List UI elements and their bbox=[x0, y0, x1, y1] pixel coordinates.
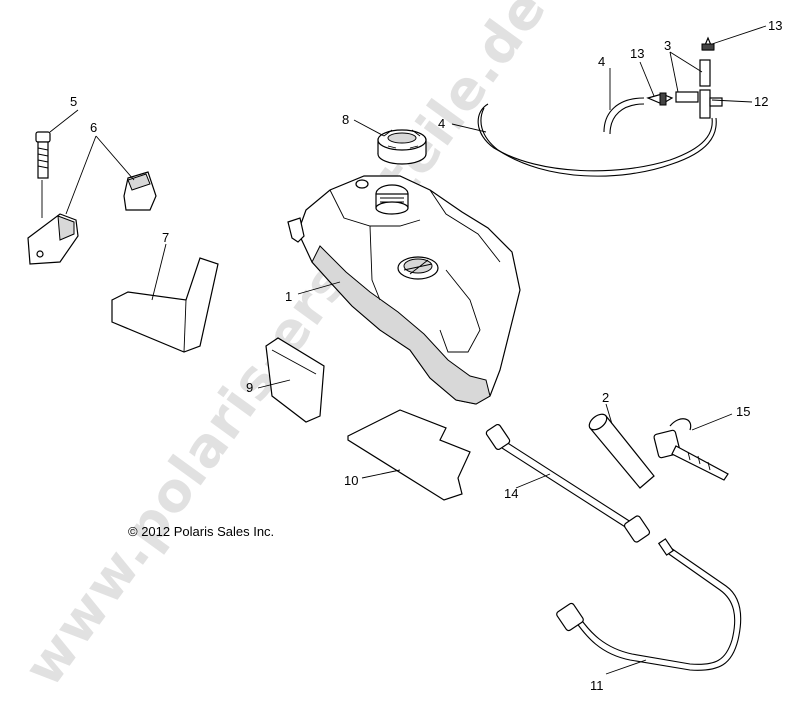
part-fuel-tank bbox=[287, 175, 521, 405]
callout-15: 15 bbox=[736, 404, 750, 419]
callout-4-lower: 4 bbox=[438, 116, 445, 131]
callout-9: 9 bbox=[246, 380, 253, 395]
callout-13-upper: 13 bbox=[768, 18, 782, 33]
part-tee-fitting bbox=[699, 89, 723, 119]
callouts: 1 2 3 4 4 5 6 7 8 9 10 11 12 13 13 14 15 bbox=[70, 18, 782, 693]
part-fuel-line bbox=[485, 423, 651, 543]
part-pad-small bbox=[265, 337, 325, 423]
callout-12: 12 bbox=[754, 94, 768, 109]
callout-7: 7 bbox=[162, 230, 169, 245]
callout-11: 11 bbox=[590, 678, 604, 693]
part-foam-pad bbox=[111, 257, 219, 353]
part-bolt bbox=[35, 131, 51, 218]
part-check-valve-upper bbox=[701, 36, 715, 51]
callout-3: 3 bbox=[664, 38, 671, 53]
part-heat-shield bbox=[347, 409, 471, 501]
callout-6: 6 bbox=[90, 120, 97, 135]
part-fuel-cap bbox=[377, 129, 427, 165]
part-vent-hose-long bbox=[477, 103, 717, 177]
leader-lines bbox=[49, 25, 767, 675]
part-fuel-line-long bbox=[556, 538, 742, 671]
part-sensor bbox=[653, 418, 729, 481]
callout-2: 2 bbox=[602, 390, 609, 405]
callout-8: 8 bbox=[342, 112, 349, 127]
copyright-text: © 2012 Polaris Sales Inc. bbox=[128, 524, 274, 539]
part-check-valve-lower bbox=[646, 92, 674, 106]
part-hose-short-pieces bbox=[675, 59, 711, 103]
callout-10: 10 bbox=[344, 473, 358, 488]
callout-4-upper: 4 bbox=[598, 54, 605, 69]
callout-5: 5 bbox=[70, 94, 77, 109]
callout-13-lower: 13 bbox=[630, 46, 644, 61]
callout-1: 1 bbox=[285, 289, 292, 304]
part-sleeve bbox=[588, 413, 655, 489]
callout-14: 14 bbox=[504, 486, 518, 501]
part-bracket-left bbox=[27, 213, 79, 265]
part-bracket-right bbox=[123, 171, 157, 211]
part-vent-hose-short bbox=[603, 97, 645, 135]
